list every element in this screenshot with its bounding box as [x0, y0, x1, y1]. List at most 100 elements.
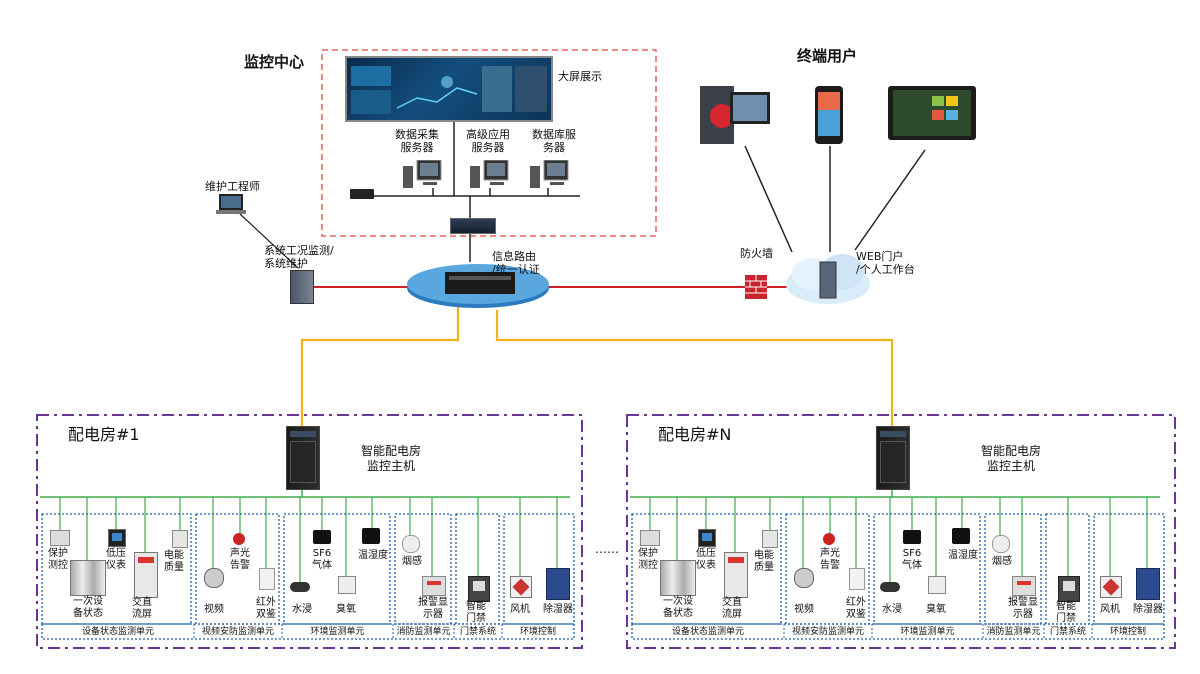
roomN-protection-icon	[640, 530, 660, 546]
firewall-icon	[745, 275, 767, 303]
roomN-device-label: SF6 气体	[902, 548, 922, 571]
roomN-acdc-panel-icon	[724, 552, 748, 598]
room1-device-label: 交直 流屏	[132, 597, 152, 620]
room1-ozone-icon	[338, 576, 356, 594]
roomN-unit-label: 视频安防监测单元	[791, 627, 864, 637]
router-label: 信息路由 /统一认证	[492, 250, 540, 276]
room1-smoke-icon	[402, 535, 420, 553]
room1-device-label: 视频	[204, 604, 224, 615]
room1-device-label: 保护 测控	[48, 548, 68, 571]
room1-device-label: 温湿度	[358, 550, 388, 561]
roomN-camera-icon	[794, 568, 814, 588]
tablet-icon	[888, 86, 976, 144]
roomN-device-label: 水浸	[882, 604, 902, 615]
room1-device-label: 风机	[510, 604, 530, 615]
room1-device-label: 除湿器	[543, 604, 573, 615]
router-to-roomN-link	[495, 310, 894, 426]
monitor-center-title: 监控中心	[244, 53, 305, 71]
roomN-smoke-icon	[992, 535, 1010, 553]
roomN-sf6-icon	[903, 530, 921, 544]
roomN-unit-label: 设备状态监测单元	[671, 627, 744, 637]
roomN-device-label: 烟感	[992, 556, 1012, 567]
room1-alarm-display-icon	[422, 576, 446, 596]
roomN-device-label: 红外 双鉴	[846, 597, 866, 620]
room1-device-label: 声光 告警	[230, 548, 250, 571]
collector-server-label: 数据采集 服务器	[395, 128, 439, 154]
web-portal-label: WEB门户 /个人工作台	[856, 250, 915, 276]
room1-device-label: 智能 门禁	[466, 601, 486, 624]
room1-alarm-icon	[233, 533, 245, 545]
big-screen-image	[345, 56, 553, 122]
room1-title: 配电房#1	[68, 425, 140, 444]
room1-host-cabinet-icon	[286, 426, 320, 490]
roomN-device-label: 低压 仪表	[696, 548, 716, 571]
roomN-infrared-icon	[849, 568, 865, 590]
roomN-device-label: 除湿器	[1133, 604, 1163, 615]
roomN-device-label: 报警显 示器	[1008, 597, 1038, 620]
engineer-label: 维护工程师	[205, 180, 260, 193]
roomN-access-icon	[1058, 576, 1080, 602]
rooms-ellipsis: ……	[595, 542, 619, 556]
room1-water-icon	[290, 582, 310, 592]
roomN-lv-meter-icon	[698, 529, 716, 547]
app-server-icon	[470, 159, 510, 194]
room1-device-label: 一次设 备状态	[73, 596, 103, 619]
room1-acdc-panel-icon	[134, 552, 158, 598]
roomN-temp-humidity-icon	[952, 528, 970, 544]
room1-device-label: 臭氧	[336, 604, 356, 615]
roomN-ozone-icon	[928, 576, 946, 594]
roomN-dehumidifier-icon	[1136, 568, 1160, 600]
room1-device-label: 烟感	[402, 556, 422, 567]
db-server-label: 数据库服 务器	[532, 128, 576, 154]
room1-infrared-icon	[259, 568, 275, 590]
room1-primary-equip-icon	[70, 560, 106, 596]
smartphone-icon	[815, 86, 843, 148]
engineer-link	[239, 213, 299, 269]
room1-access-icon	[468, 576, 490, 602]
roomN-fan-icon	[1100, 576, 1122, 598]
roomN-primary-equip-icon	[660, 560, 696, 596]
room1-fan-icon	[510, 576, 532, 598]
desktop-pc-icon	[700, 86, 772, 152]
room1-lv-meter-icon	[108, 529, 126, 547]
roomN-device-label: 保护 测控	[638, 548, 658, 571]
roomN-device-label: 视频	[794, 604, 814, 615]
room1-host-label: 智能配电房 监控主机	[360, 444, 421, 473]
roomN-device-label: 交直 流屏	[722, 597, 742, 620]
room1-protection-icon	[50, 530, 70, 546]
roomN-device-label: 温湿度	[948, 550, 978, 561]
room1-unit-label: 设备状态监测单元	[81, 627, 154, 637]
room1-device-label: 红外 双鉴	[256, 597, 276, 620]
room1-device-label: SF6 气体	[312, 548, 332, 571]
roomN-unit-label: 消防监测单元	[986, 627, 1041, 637]
roomN-device-label: 电能 质量	[754, 550, 774, 573]
system-monitor-label: 系统工况监测/ 系统维护	[264, 244, 334, 270]
router-to-room1-link	[300, 306, 460, 426]
room1-device-label: 低压 仪表	[106, 548, 126, 571]
roomN-host-label: 智能配电房 监控主机	[980, 444, 1041, 473]
room1-unit-label: 消防监测单元	[396, 627, 451, 637]
room1-unit-label: 环境控制	[519, 627, 556, 637]
roomN-device-label: 智能 门禁	[1056, 601, 1076, 624]
roomN-power-quality-icon	[762, 530, 778, 548]
firewall-label: 防火墙	[740, 247, 773, 260]
terminal-users-title: 终端用户	[797, 47, 858, 65]
cloud-icon	[782, 246, 874, 312]
roomN-unit-label: 环境监测单元	[900, 627, 955, 637]
db-server-icon	[530, 159, 570, 194]
router-icon	[405, 262, 551, 314]
roomN-alarm-icon	[823, 533, 835, 545]
roomN-frame	[626, 414, 1176, 649]
room1-sf6-icon	[313, 530, 331, 544]
kvm-device-icon	[350, 189, 374, 199]
roomN-alarm-display-icon	[1012, 576, 1036, 596]
room1-temp-humidity-icon	[362, 528, 380, 544]
room1-device-label: 电能 质量	[164, 550, 184, 573]
roomN-water-icon	[880, 582, 900, 592]
app-server-label: 高级应用 服务器	[466, 128, 510, 154]
room1-unit-label: 门禁系统	[459, 627, 496, 637]
room1-device-label: 水浸	[292, 604, 312, 615]
room1-unit-label: 环境监测单元	[310, 627, 365, 637]
room1-power-quality-icon	[172, 530, 188, 548]
room1-frame	[36, 414, 583, 649]
